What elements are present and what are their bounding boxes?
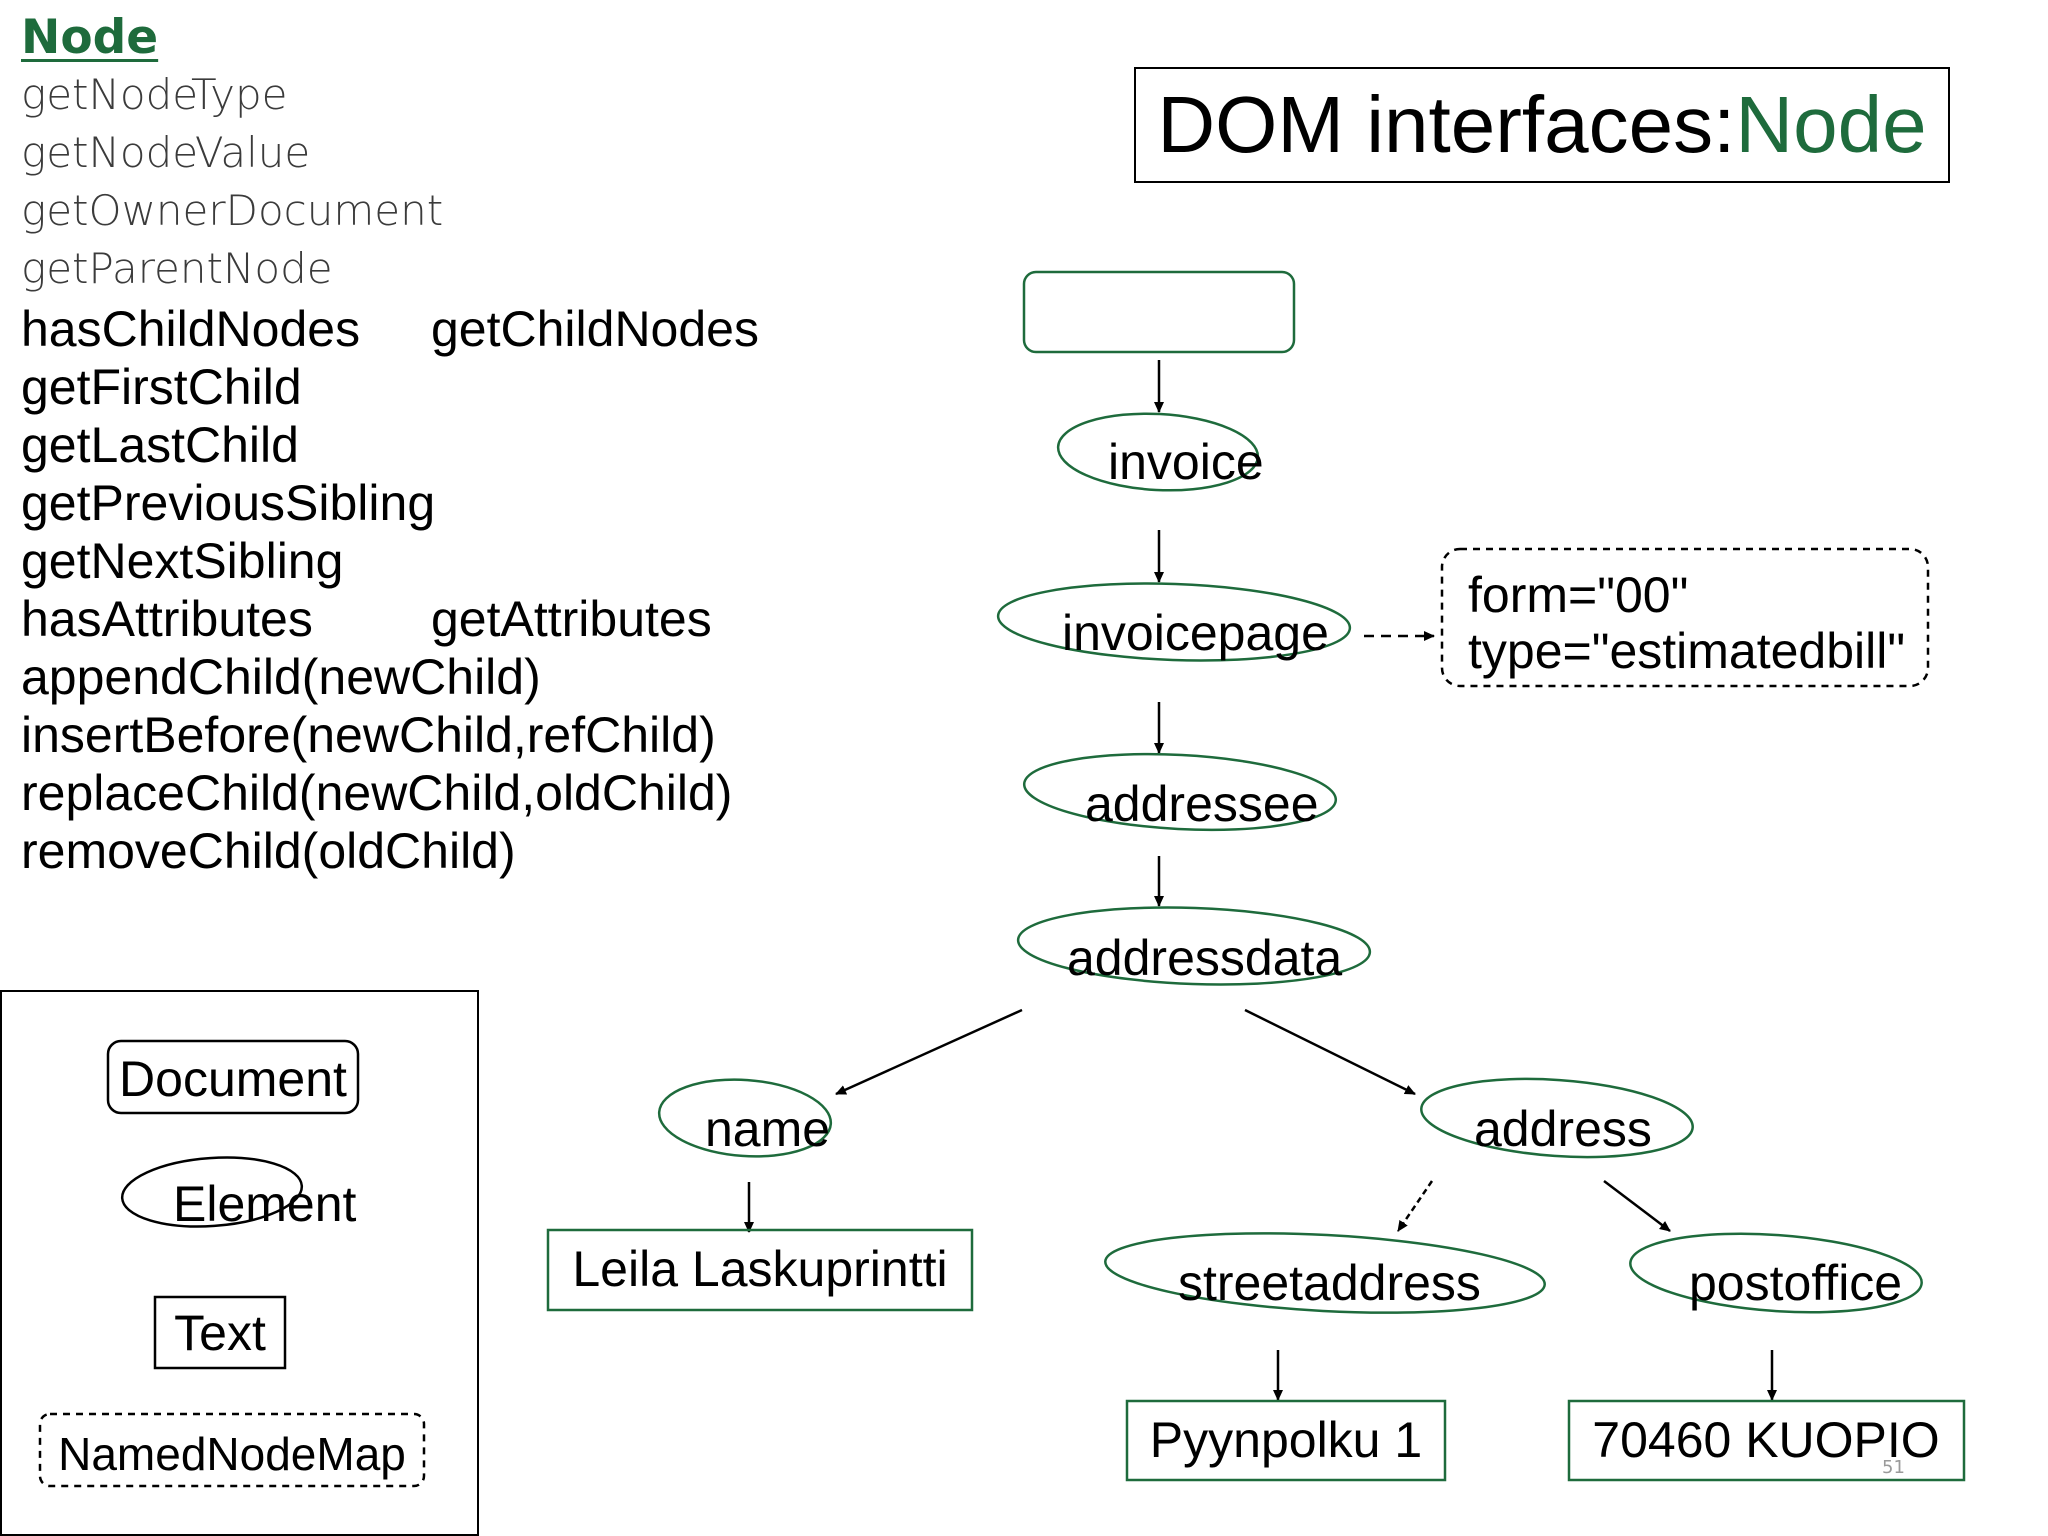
arrow-addressdata-to-address — [1244, 1008, 1416, 1096]
page-number: 51 — [1882, 1457, 1905, 1478]
tree-attribute-type: type="estimatedbill" — [1468, 623, 1905, 679]
method-get-node-value: getNodeValue — [21, 128, 311, 177]
tree-postoffice-node — [1629, 1232, 1923, 1314]
tree-street-text-label: Pyynpolku 1 — [1150, 1412, 1422, 1468]
tree-addressee-node — [1022, 752, 1338, 832]
tree-invoicepage-node — [996, 582, 1352, 662]
tree-name-label: name — [705, 1101, 830, 1157]
method-append-child: appendChild(newChild) — [21, 649, 541, 705]
tree-attributes-node — [1440, 547, 1930, 688]
method-get-node-type: getNodeType — [21, 70, 288, 119]
tree-addressdata-label: addressdata — [1067, 930, 1342, 986]
node-heading: Node — [21, 10, 159, 65]
tree-address-node — [1420, 1077, 1694, 1159]
title-accent: Node — [1735, 80, 1927, 169]
tree-address-label: address — [1474, 1101, 1652, 1157]
title-prefix: DOM interfaces: — [1157, 80, 1736, 169]
method-get-owner-document: getOwnerDocument — [21, 186, 444, 235]
title-box: DOM interfaces: Node — [1134, 67, 1950, 183]
tree-name-text-label: Leila Laskuprintti — [572, 1241, 947, 1297]
tree-postoffice-text-node — [1567, 1399, 1966, 1482]
method-get-child-nodes: getChildNodes — [431, 301, 759, 357]
tree-invoice-node — [1056, 412, 1260, 492]
node-methods-list: Node getNodeType getNodeValue getOwnerDo… — [21, 0, 841, 880]
legend-box — [0, 990, 479, 1536]
tree-invoicepage-label: invoicepage — [1062, 605, 1329, 661]
tree-streetaddress-label: streetaddress — [1178, 1255, 1481, 1311]
arrow-address-to-streetaddress — [1396, 1180, 1434, 1232]
tree-name-node — [657, 1078, 833, 1158]
method-get-attributes: getAttributes — [431, 591, 712, 647]
tree-addressdata-node — [1016, 906, 1372, 986]
method-get-first-child: getFirstChild — [21, 359, 302, 415]
tree-postoffice-label: postoffice — [1689, 1255, 1902, 1311]
arrow-addressdata-to-name — [835, 1008, 1023, 1096]
arrow-address-to-postoffice — [1603, 1180, 1671, 1232]
tree-name-text-node — [546, 1228, 974, 1312]
tree-postoffice-text-label: 70460 KUOPIO — [1592, 1412, 1939, 1468]
method-get-last-child: getLastChild — [21, 417, 299, 473]
method-replace-child: replaceChild(newChild,oldChild) — [21, 765, 733, 821]
tree-addressee-label: addressee — [1085, 776, 1319, 832]
method-has-child-nodes: hasChildNodes — [21, 301, 361, 357]
method-get-next-sibling: getNextSibling — [21, 533, 344, 589]
tree-root-document-node — [1022, 270, 1296, 354]
method-insert-before: insertBefore(newChild,refChild) — [21, 707, 716, 763]
method-get-parent-node: getParentNode — [21, 244, 333, 293]
method-get-previous-sibling: getPreviousSibling — [21, 475, 436, 531]
tree-invoice-label: invoice — [1108, 434, 1264, 490]
tree-street-text-node — [1125, 1399, 1447, 1482]
method-has-attributes: hasAttributes — [21, 591, 313, 647]
tree-streetaddress-node — [1104, 1232, 1546, 1314]
method-remove-child: removeChild(oldChild) — [21, 823, 516, 879]
tree-attribute-form: form="00" — [1468, 567, 1688, 623]
